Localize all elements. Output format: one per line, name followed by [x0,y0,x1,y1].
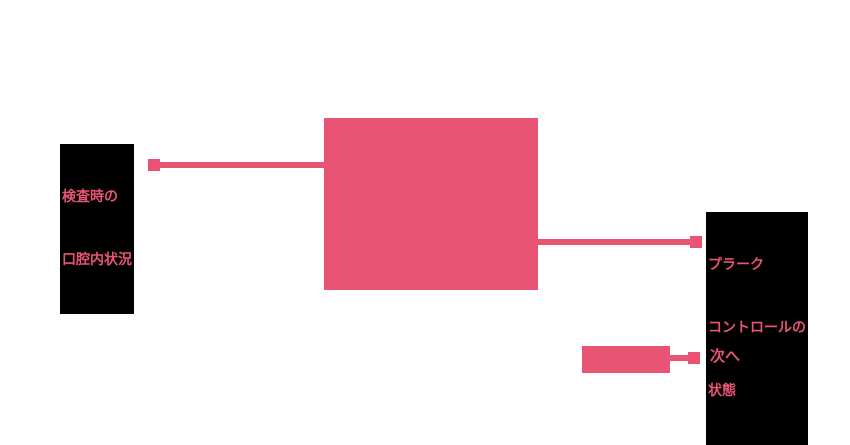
oral-condition-panel[interactable] [324,118,538,290]
callout-label-line: プラーク [708,257,764,273]
callout-label-line: 状態 [708,383,736,399]
diagram-canvas: 検査時の 口腔内状況 プラーク コントロールの 状態 次へ [60,118,808,445]
callout-leader-line-next [668,355,692,361]
callout-label-line: 検査時の [62,189,118,205]
callout-leader-line-right [536,239,692,245]
next-button-label: 次へ [708,344,743,368]
callout-marker-next-icon [688,352,700,364]
callout-label-line: コントロールの [708,320,806,336]
next-button[interactable] [582,346,670,373]
callout-marker-left-icon [148,159,160,171]
callout-leader-line-left [158,162,326,168]
callout-marker-right-icon [690,236,702,248]
callout-label-exam-oral-condition: 検査時の 口腔内状況 [60,144,134,314]
callout-label-plaque-control-status: プラーク コントロールの 状態 [706,212,808,445]
callout-label-line: 口腔内状況 [62,252,132,268]
